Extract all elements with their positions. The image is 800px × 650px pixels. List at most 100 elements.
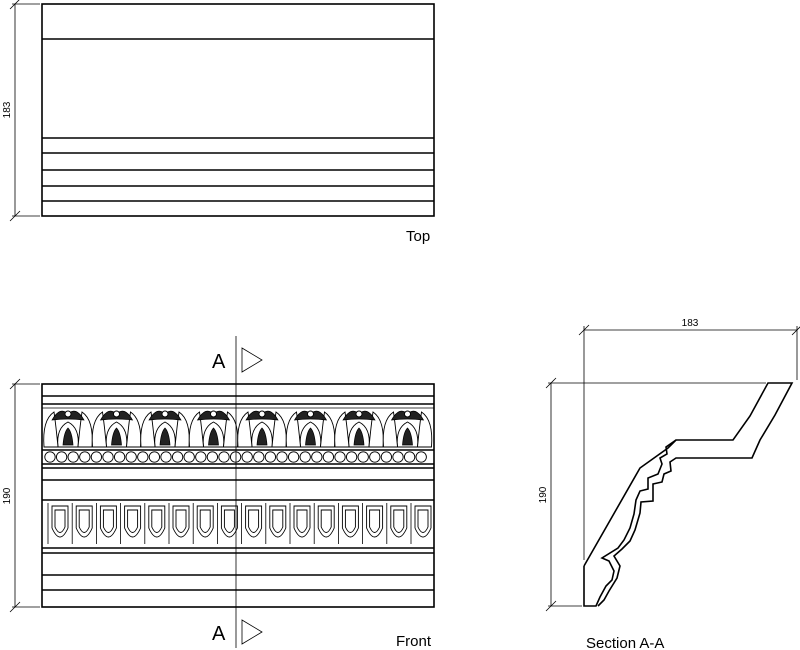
top-view-label: Top <box>406 228 430 245</box>
egg-inner <box>78 509 90 533</box>
egg-inner <box>199 509 211 533</box>
egg-inner <box>102 509 114 533</box>
front-dimension-label: 190 <box>2 487 13 504</box>
bead <box>113 451 126 463</box>
front-dimension: 190 <box>2 378 40 613</box>
leaf-right <box>126 411 142 448</box>
crown-moulding-profile <box>583 382 794 607</box>
bead <box>160 451 172 463</box>
egg-inner <box>54 509 66 533</box>
egg-inner <box>344 509 356 533</box>
bead <box>241 451 253 463</box>
bead <box>44 451 56 463</box>
section-height-label: 190 <box>538 486 549 503</box>
section-height-dimension: 190 <box>538 377 766 612</box>
leaf-right <box>368 411 384 448</box>
section-marker-bottom-label: A <box>212 623 226 645</box>
bead <box>287 451 300 463</box>
top-dimension: 183 <box>2 0 40 222</box>
bead <box>137 451 149 463</box>
bead <box>183 451 195 463</box>
bead <box>380 451 393 463</box>
front-view-label: Front <box>396 633 432 650</box>
egg-inner <box>248 509 260 533</box>
section-marker-top-label: A <box>212 351 226 373</box>
leaf-eye <box>113 410 120 418</box>
leaf-bud-core <box>305 427 316 446</box>
crown-moulding-back-face <box>583 439 677 567</box>
bead <box>125 451 137 463</box>
top-view: 183 Top <box>2 0 435 245</box>
bead <box>253 451 265 463</box>
bead <box>311 451 323 463</box>
bead-moulding <box>44 451 427 463</box>
leaf-left <box>140 411 156 448</box>
egg-inner <box>369 509 381 533</box>
leaf-right <box>271 411 287 448</box>
bead <box>345 451 358 463</box>
egg-inner <box>272 509 284 533</box>
leaf-eye <box>64 410 72 418</box>
acanthus-frieze <box>43 410 433 448</box>
bead <box>206 451 219 463</box>
egg-inner <box>320 509 332 533</box>
egg-inner <box>127 509 139 533</box>
bead <box>415 451 427 463</box>
bead <box>403 451 416 463</box>
section-view: 183 190 Section A-A <box>538 318 800 650</box>
leaf-right <box>223 411 239 448</box>
bead <box>264 451 277 463</box>
egg-inner <box>151 509 163 533</box>
bead <box>299 451 311 463</box>
leaf-left <box>43 411 59 448</box>
bead <box>369 451 381 463</box>
egg-inner <box>223 509 235 533</box>
bead <box>195 451 207 463</box>
leaf-right <box>417 411 433 448</box>
bead <box>67 451 79 463</box>
section-width-dimension: 183 <box>578 318 800 560</box>
egg-inner <box>296 509 308 533</box>
front-view: A A 190 Front <box>2 336 435 650</box>
bead <box>90 451 103 463</box>
egg-and-dart-moulding <box>47 503 432 544</box>
leaf-left <box>382 411 398 448</box>
leaf-bud-core <box>208 427 219 446</box>
bead <box>218 451 230 463</box>
leaf-left <box>91 411 107 448</box>
bead <box>55 451 68 463</box>
bead <box>357 451 369 463</box>
section-width-label: 183 <box>682 318 699 329</box>
top-view-outline <box>41 3 435 217</box>
bead <box>102 451 114 463</box>
bead <box>79 451 91 463</box>
leaf-left <box>285 411 301 448</box>
leaf-left <box>188 411 204 448</box>
egg-inner <box>175 509 187 533</box>
section-view-label: Section A-A <box>586 635 664 650</box>
bead <box>171 451 184 463</box>
section-arrow-top-icon <box>241 347 263 373</box>
bead <box>148 451 161 463</box>
leaf-bud-core <box>62 427 74 446</box>
leaf-bud-core <box>159 427 171 446</box>
leaf-right <box>320 411 336 448</box>
leaf-bud-core <box>402 427 413 446</box>
top-dimension-label: 183 <box>2 101 13 118</box>
egg-inner <box>393 509 405 533</box>
bead <box>276 451 288 463</box>
egg-inner <box>417 509 429 533</box>
leaf-eye <box>307 410 314 418</box>
leaf-eye <box>355 410 363 418</box>
leaf-eye <box>161 410 169 418</box>
leaf-eye <box>258 410 266 418</box>
section-arrow-bottom-icon <box>241 619 263 645</box>
bead <box>322 451 335 463</box>
leaf-right <box>174 411 190 448</box>
leaf-bud-core <box>111 427 122 446</box>
leaf-bud-core <box>256 427 268 446</box>
leaf-bud-core <box>353 427 365 446</box>
bead <box>392 451 404 463</box>
bead <box>334 451 346 463</box>
